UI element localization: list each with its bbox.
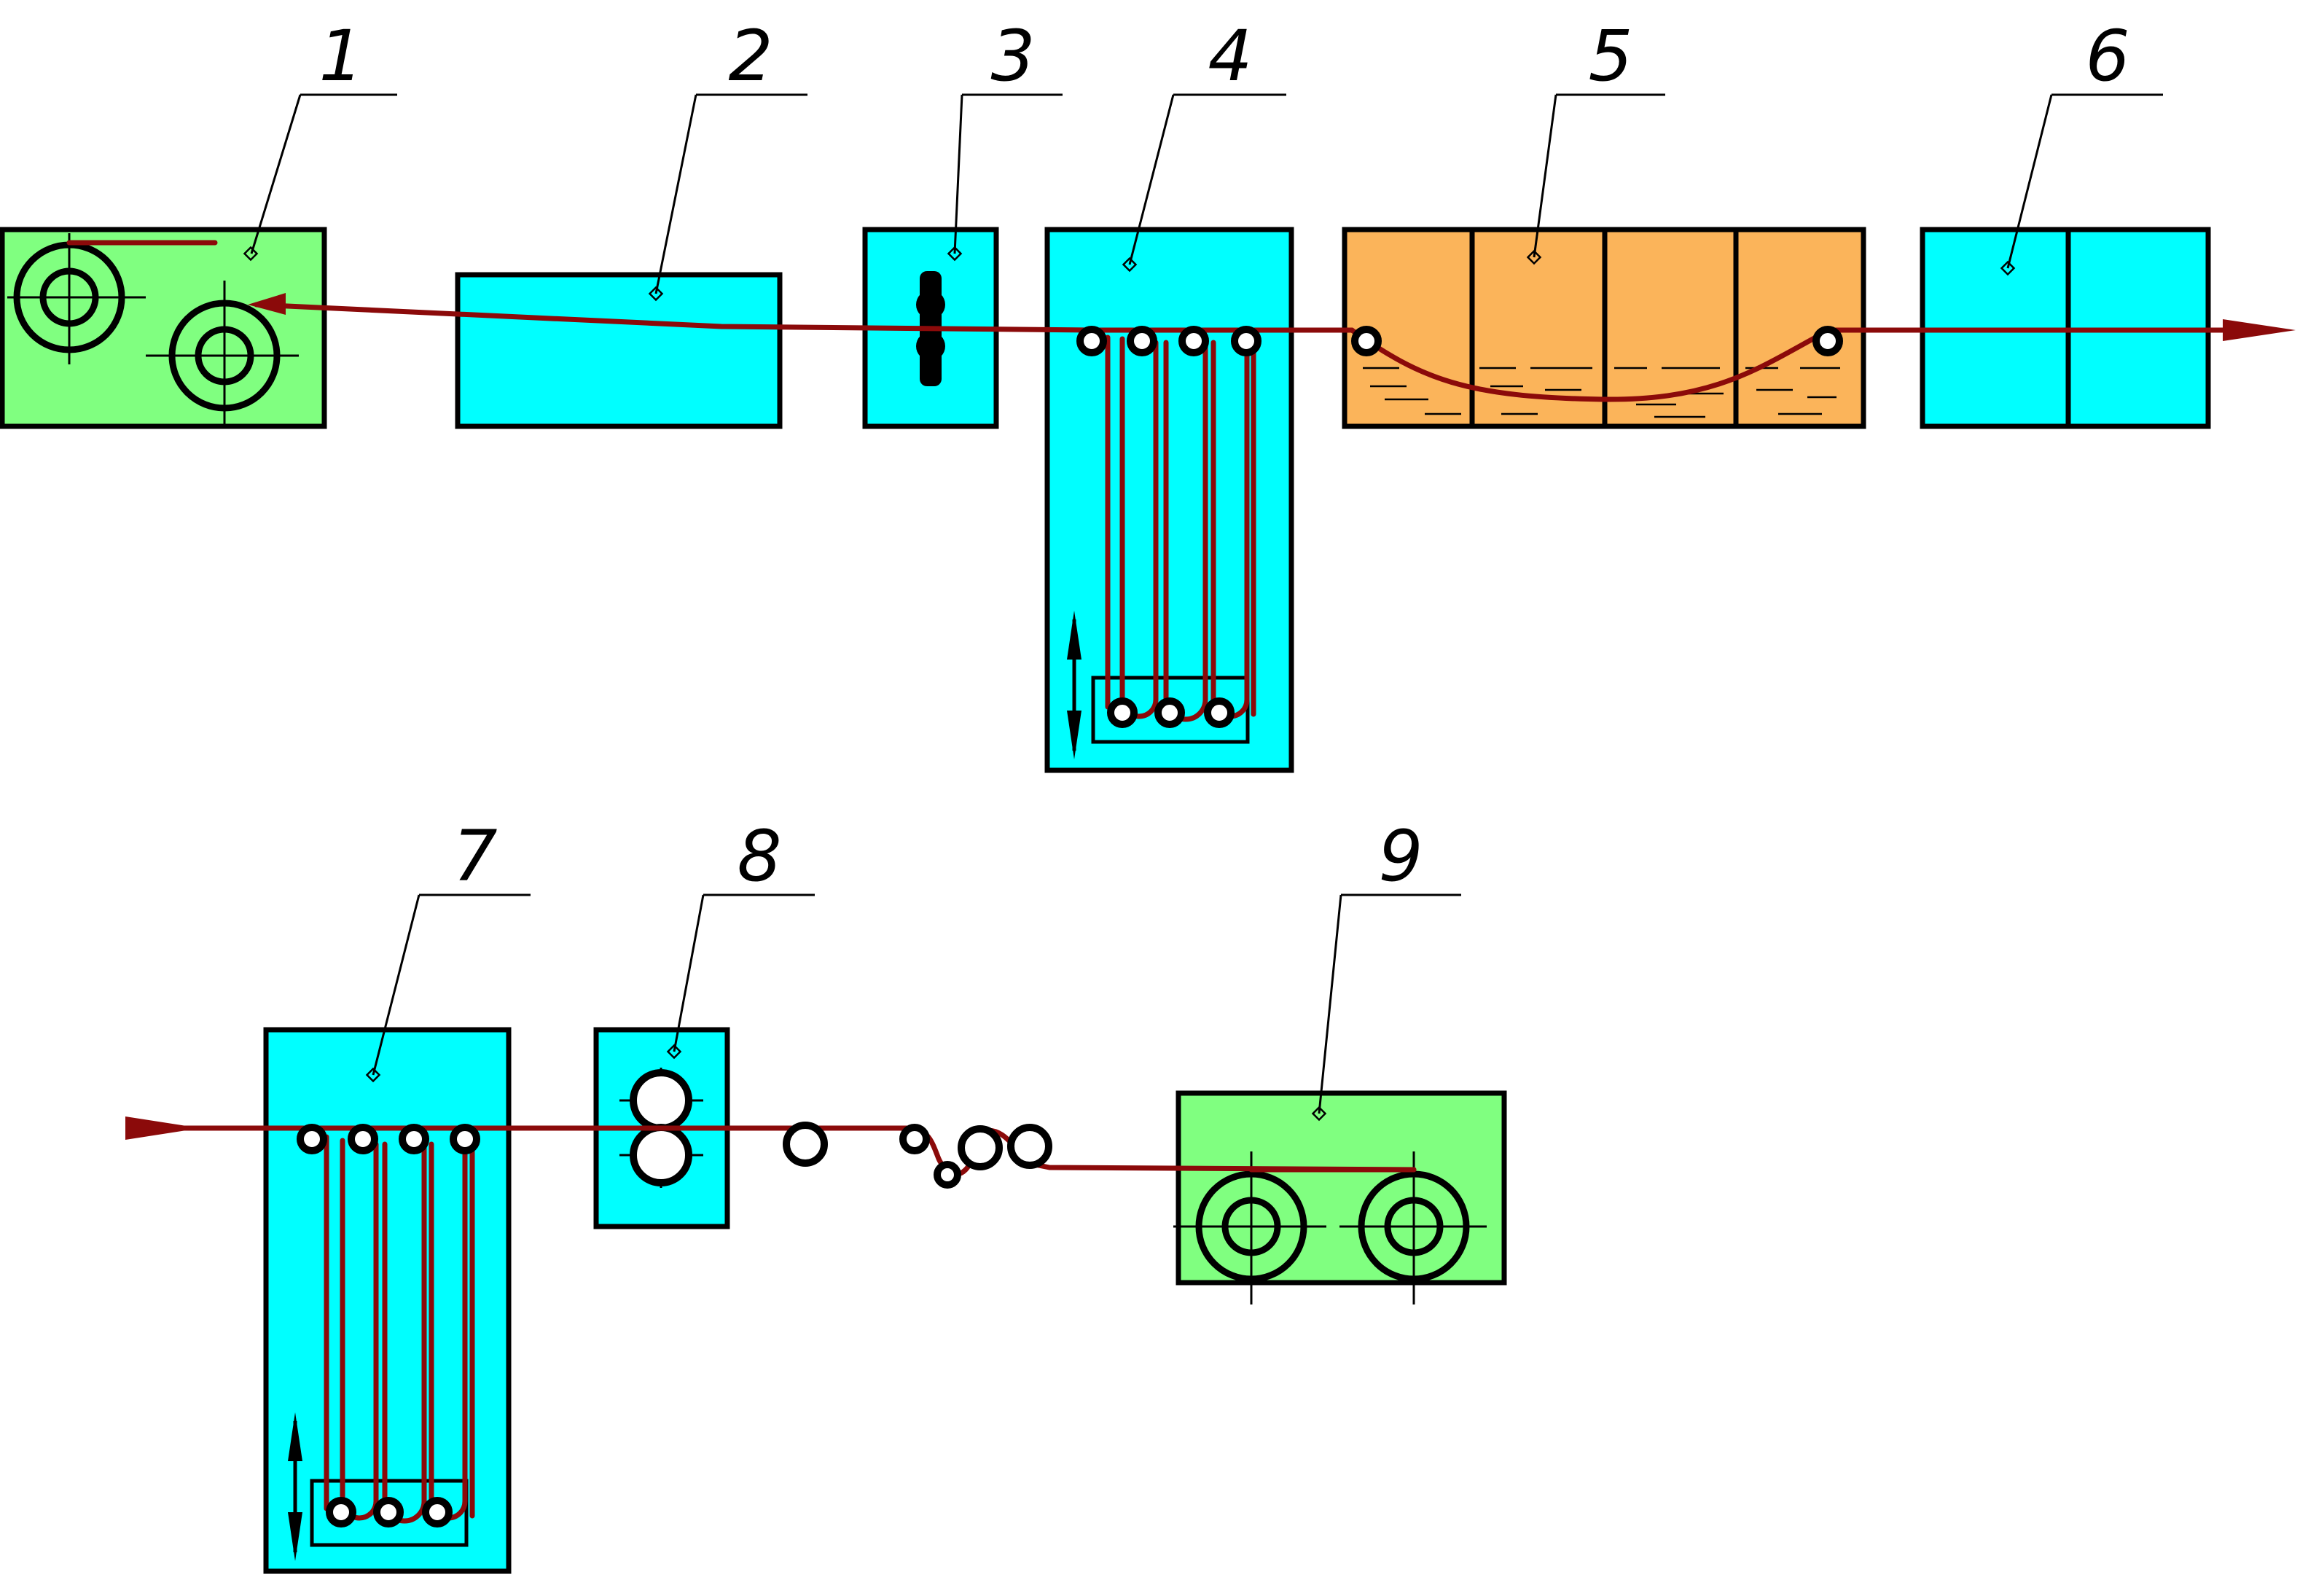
web-exit-arrowhead [2223, 319, 2296, 341]
callout-4-label: 4 [1208, 15, 1252, 97]
unit-9-rewind-stand [1173, 1090, 1507, 1304]
guide-rollers [297, 326, 1843, 1527]
callout-9: 9 [1318, 815, 1461, 1114]
web-entry-arrowhead [125, 1116, 200, 1140]
web-unit7-festoon [324, 1134, 475, 1524]
callout-3: 3 [953, 15, 1063, 254]
web-reverse-arrowhead [248, 293, 286, 315]
callout-7-label: 7 [453, 815, 497, 897]
callout-8-label: 8 [737, 815, 781, 897]
callout-9-label: 9 [1378, 815, 1423, 897]
callout-3-label: 3 [990, 15, 1035, 97]
unit-2-box [455, 272, 783, 429]
unit-4-body [1044, 227, 1294, 773]
unit-1-reel-left [7, 233, 146, 364]
unit-4-arrow [1067, 611, 1081, 759]
callout-1-label: 1 [318, 15, 363, 97]
callout-2-label: 2 [728, 15, 772, 97]
unit-4-accumulator [1044, 227, 1294, 773]
callout-7: 7 [372, 815, 531, 1076]
callout-1: 1 [250, 15, 397, 254]
unit-4-carriage [1091, 676, 1250, 744]
callout-5-label: 5 [1588, 15, 1632, 97]
callout-5: 5 [1533, 15, 1665, 258]
unit-1-reel-right [146, 281, 299, 426]
unit-1-unwind-stand [0, 227, 327, 429]
unit-8-roll-top [630, 1069, 692, 1132]
unit-3-knob-bottom [916, 332, 945, 361]
unit-9-reel-right [1339, 1151, 1487, 1304]
callout-6-label: 6 [2085, 15, 2129, 97]
unit-9-reel-left [1173, 1151, 1326, 1304]
unit-7-arrow [288, 1412, 302, 1561]
callouts: 1 2 3 4 5 6 7 [250, 15, 2163, 1114]
unit-5-bath [1342, 227, 1866, 429]
unit-3-knob-top [916, 290, 945, 319]
web-top-main [254, 302, 1355, 333]
unit-7-carriage [310, 1479, 469, 1547]
unit-8-roll-bottom [630, 1124, 692, 1186]
callout-6: 6 [2006, 15, 2163, 269]
unit-1-body [0, 227, 327, 429]
web-path [66, 240, 2296, 1524]
web-unit5-dip [1349, 327, 1832, 402]
callout-4: 4 [1128, 15, 1286, 265]
callout-2: 2 [654, 15, 807, 294]
leader-markers [243, 246, 2016, 1122]
callout-8: 8 [673, 815, 815, 1052]
